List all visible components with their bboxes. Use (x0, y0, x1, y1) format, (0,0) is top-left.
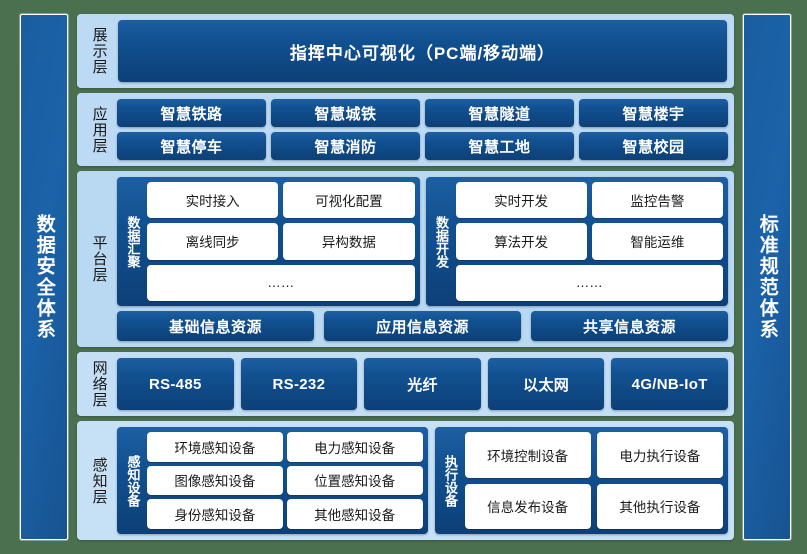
platform-module-data-aggregation: 数据汇聚 实时接入 可视化配置 离线同步 异构数据 …… (117, 177, 420, 306)
device-identity-sensing[interactable]: 身份感知设备 (147, 499, 283, 529)
device-environment-sensing[interactable]: 环境感知设备 (147, 432, 283, 462)
app-item-smart-railway[interactable]: 智慧铁路 (117, 99, 266, 127)
platform-resources: 基础信息资源 应用信息资源 共享信息资源 (117, 311, 728, 341)
layer-network: 网络层 RS-485 RS-232 光纤 以太网 4G/NB-IoT (77, 352, 734, 416)
layer-platform-label: 平台层 (90, 235, 108, 283)
resource-shared-information[interactable]: 共享信息资源 (531, 311, 728, 341)
app-item-smart-tunnel[interactable]: 智慧隧道 (425, 99, 574, 127)
app-item-smart-metro[interactable]: 智慧城铁 (271, 99, 420, 127)
perception-module-actuator-devices: 执行设备 环境控制设备 电力执行设备 信息发布设备 其他执行设备 (434, 427, 728, 534)
device-other-sensing[interactable]: 其他感知设备 (286, 499, 423, 529)
layer-application-body: 智慧铁路 智慧城铁 智慧隧道 智慧楼宇 智慧停车 智慧消防 智慧工地 智慧校园 (116, 97, 729, 162)
device-location-sensing[interactable]: 位置感知设备 (286, 465, 423, 496)
network-item-ethernet[interactable]: 以太网 (487, 358, 605, 410)
layer-stack: 展示层 指挥中心可视化（PC端/移动端） 应用层 智慧铁路 智慧城铁 智慧隧道 … (77, 14, 734, 540)
device-information-release[interactable]: 信息发布设备 (464, 483, 591, 529)
cell-monitoring-alarm[interactable]: 监控告警 (591, 182, 723, 219)
layer-perception-body: 感知设备 环境感知设备 电力感知设备 图像感知设备 位置感知设备 身份感知设备 … (116, 425, 729, 536)
layer-platform: 平台层 数据汇聚 实时接入 可视化配置 离线同步 异构数据 …… (77, 171, 734, 347)
cell-heterogeneous-data[interactable]: 异构数据 (283, 223, 415, 260)
resource-application-information[interactable]: 应用信息资源 (324, 311, 521, 341)
layer-perception: 感知层 感知设备 环境感知设备 电力感知设备 图像感知设备 位置感知设备 身份感… (77, 421, 734, 540)
cell-algorithm-development[interactable]: 算法开发 (455, 223, 587, 260)
perception-wrapper: 感知设备 环境感知设备 电力感知设备 图像感知设备 位置感知设备 身份感知设备 … (116, 425, 729, 536)
layer-application-label: 应用层 (90, 105, 108, 154)
actuator-devices-grid: 环境控制设备 电力执行设备 信息发布设备 其他执行设备 (464, 432, 723, 529)
cell-development-more[interactable]: …… (455, 264, 723, 301)
layer-platform-body: 数据汇聚 实时接入 可视化配置 离线同步 异构数据 …… 数据开发 (116, 175, 729, 343)
network-item-fiber[interactable]: 光纤 (364, 358, 481, 410)
layer-network-body: RS-485 RS-232 光纤 以太网 4G/NB-IoT (116, 356, 729, 412)
device-other-actuator[interactable]: 其他执行设备 (596, 483, 723, 529)
layer-application: 应用层 智慧铁路 智慧城铁 智慧隧道 智慧楼宇 智慧停车 智慧消防 智慧工地 智… (77, 93, 734, 166)
module-grid-data-development: 实时开发 监控告警 算法开发 智能运维 …… (455, 182, 723, 301)
perception-module-sensing-devices: 感知设备 环境感知设备 电力感知设备 图像感知设备 位置感知设备 身份感知设备 … (117, 427, 428, 534)
cell-realtime-development[interactable]: 实时开发 (455, 182, 587, 219)
layer-perception-label: 感知层 (90, 456, 108, 505)
device-power-sensing[interactable]: 电力感知设备 (286, 432, 423, 462)
cell-realtime-ingest[interactable]: 实时接入 (147, 182, 279, 219)
sensing-devices-grid: 环境感知设备 电力感知设备 图像感知设备 位置感知设备 身份感知设备 其他感知设… (147, 432, 423, 529)
presentation-banner[interactable]: 指挥中心可视化（PC端/移动端） (118, 20, 727, 82)
network-item-rs232[interactable]: RS-232 (240, 358, 358, 410)
layer-presentation: 展示层 指挥中心可视化（PC端/移动端） (77, 14, 734, 88)
network-item-4g-nbiot[interactable]: 4G/NB-IoT (611, 358, 728, 410)
cell-visual-config[interactable]: 可视化配置 (283, 182, 415, 219)
resource-basic-information[interactable]: 基础信息资源 (117, 311, 314, 341)
module-title-data-development: 数据开发 (433, 215, 449, 268)
device-power-actuator[interactable]: 电力执行设备 (596, 432, 723, 478)
module-title-data-aggregation: 数据汇聚 (125, 215, 141, 268)
layer-network-label: 网络层 (90, 360, 108, 408)
app-item-smart-fire[interactable]: 智慧消防 (271, 132, 420, 160)
cell-offline-sync[interactable]: 离线同步 (147, 223, 279, 260)
device-environment-control[interactable]: 环境控制设备 (464, 432, 591, 478)
platform-wrapper: 数据汇聚 实时接入 可视化配置 离线同步 异构数据 …… 数据开发 (116, 175, 729, 343)
pillar-data-security: 数据安全体系 (20, 14, 68, 540)
layer-presentation-label: 展示层 (90, 27, 108, 75)
cell-aggregation-more[interactable]: …… (147, 264, 415, 301)
layer-presentation-body: 指挥中心可视化（PC端/移动端） (116, 18, 729, 84)
platform-module-data-development: 数据开发 实时开发 监控告警 算法开发 智能运维 …… (425, 177, 728, 306)
module-title-sensing-devices: 感知设备 (125, 454, 141, 507)
device-image-sensing[interactable]: 图像感知设备 (147, 465, 283, 496)
pillar-standards-specifications: 标准规范体系 (743, 14, 791, 540)
app-item-smart-campus[interactable]: 智慧校园 (579, 132, 728, 160)
app-item-smart-site[interactable]: 智慧工地 (425, 132, 574, 160)
network-item-rs485[interactable]: RS-485 (117, 358, 234, 410)
app-item-smart-parking[interactable]: 智慧停车 (117, 132, 266, 160)
module-grid-data-aggregation: 实时接入 可视化配置 离线同步 异构数据 …… (147, 182, 415, 301)
platform-modules: 数据汇聚 实时接入 可视化配置 离线同步 异构数据 …… 数据开发 (117, 177, 728, 306)
application-grid: 智慧铁路 智慧城铁 智慧隧道 智慧楼宇 智慧停车 智慧消防 智慧工地 智慧校园 (116, 97, 729, 162)
app-item-smart-building[interactable]: 智慧楼宇 (579, 99, 728, 127)
module-title-actuator-devices: 执行设备 (442, 454, 458, 507)
network-grid: RS-485 RS-232 光纤 以太网 4G/NB-IoT (116, 356, 729, 412)
cell-intelligent-ops[interactable]: 智能运维 (591, 223, 723, 260)
